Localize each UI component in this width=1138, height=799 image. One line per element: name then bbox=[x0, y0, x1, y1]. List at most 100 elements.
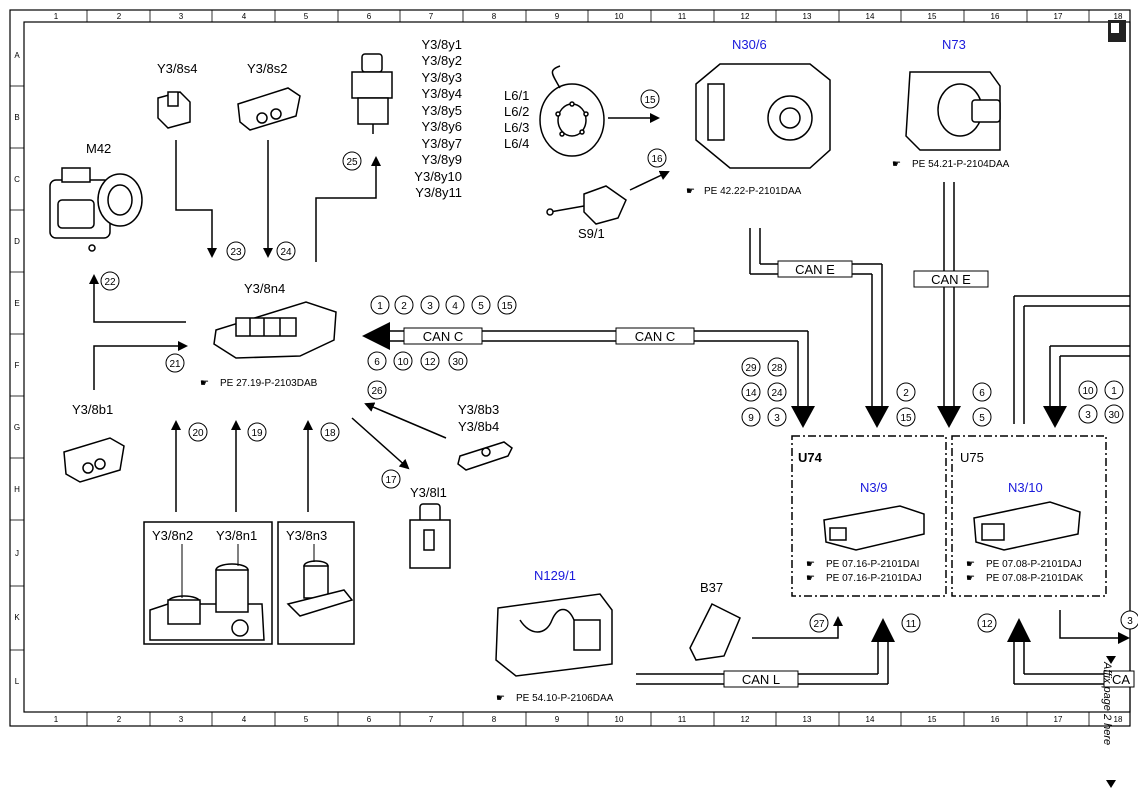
n3-9-references: ☛ PE 07.16-P-2101DAI ☛ PE 07.16-P-2101DA… bbox=[806, 559, 922, 584]
speed-sensor-box-right bbox=[277, 521, 355, 645]
n3-9-label: N3/9 bbox=[860, 480, 887, 495]
col-label: 1 bbox=[54, 715, 59, 724]
col-label: 1 bbox=[54, 12, 59, 21]
b37-label: B37 bbox=[700, 580, 723, 595]
col-label: 16 bbox=[991, 715, 1000, 724]
y3-8l1-solenoid-drawing bbox=[409, 503, 451, 569]
col-label: 4 bbox=[242, 12, 247, 21]
control-unit-group bbox=[791, 435, 1107, 597]
b37-pedal-sensor-drawing bbox=[689, 602, 741, 661]
signal-number: 25 bbox=[346, 157, 358, 168]
l6-3-label: L6/3 bbox=[504, 120, 529, 135]
col-label: 3 bbox=[179, 715, 184, 724]
signal-number: 3 bbox=[427, 301, 433, 312]
solenoid-valve-drawing bbox=[351, 53, 393, 134]
can-e-label-right: CAN E bbox=[913, 270, 989, 288]
can-c-label-right: CAN C bbox=[615, 327, 695, 345]
signal-number-text: 15 16 25 22 23 24 21 26 17 20 19 18 1 2 … bbox=[104, 95, 1133, 630]
can-c-text: CAN C bbox=[423, 329, 463, 344]
col-label: 5 bbox=[304, 715, 309, 724]
signal-number: 15 bbox=[501, 301, 513, 312]
signal-number: 18 bbox=[324, 428, 336, 439]
y3-8l1-label: Y3/8l1 bbox=[410, 485, 447, 500]
solenoid-label: Y3/8y9 bbox=[422, 152, 462, 167]
solenoid-label: Y3/8y1 bbox=[422, 37, 462, 52]
signal-number: 16 bbox=[651, 154, 663, 165]
n73-ref-code: PE 54.21-P-2104DAA bbox=[912, 159, 1010, 170]
signal-number: 4 bbox=[452, 301, 458, 312]
signal-number: 15 bbox=[900, 413, 912, 424]
y3-8n3-label: Y3/8n3 bbox=[286, 528, 327, 543]
signal-number: 24 bbox=[280, 247, 292, 258]
ref-pointer-icon: ☛ bbox=[966, 573, 975, 584]
down-triangle-icon bbox=[1106, 780, 1116, 788]
y3-8n1-label: Y3/8n1 bbox=[216, 528, 257, 543]
y3-8s4-switch-drawing bbox=[157, 91, 191, 129]
col-label: 7 bbox=[429, 715, 434, 724]
can-c-label-left: CAN C bbox=[403, 327, 483, 345]
s9-1-label: S9/1 bbox=[578, 226, 605, 241]
row-labels: A B C D E F G H J K L bbox=[14, 51, 20, 686]
col-label: 2 bbox=[117, 715, 122, 724]
col-label: 8 bbox=[492, 715, 497, 724]
signal-number: 30 bbox=[1108, 410, 1120, 421]
column-labels-bottom: 1 2 3 4 5 6 7 8 9 10 11 12 13 14 15 16 1… bbox=[54, 715, 1123, 724]
m42-label: M42 bbox=[86, 141, 111, 156]
col-label: 3 bbox=[179, 12, 184, 21]
col-label: 10 bbox=[615, 715, 624, 724]
n3-9-ecu-drawing bbox=[823, 505, 925, 551]
col-label: 16 bbox=[991, 12, 1000, 21]
signal-number: 19 bbox=[251, 428, 263, 439]
m42-pump-drawing bbox=[49, 167, 143, 252]
y3-8b3-sensor-drawing bbox=[457, 441, 513, 471]
n3-10-ecu-drawing bbox=[973, 501, 1081, 551]
ref-pointer-icon: ☛ bbox=[200, 378, 209, 389]
solenoid-label: Y3/8y7 bbox=[422, 136, 462, 151]
row-label: D bbox=[14, 237, 20, 246]
s9-1-switch-drawing bbox=[546, 185, 627, 225]
n30-6-label: N30/6 bbox=[732, 37, 767, 52]
n129-1-reference: ☛ PE 54.10-P-2106DAA bbox=[496, 693, 614, 704]
col-label: 10 bbox=[615, 12, 624, 21]
y3-8n3-sensor-drawing bbox=[286, 560, 354, 617]
signal-number: 12 bbox=[981, 619, 993, 630]
speed-sensor-box-left bbox=[143, 521, 273, 645]
can-partial-text: CA bbox=[1112, 672, 1130, 687]
col-label: 4 bbox=[242, 715, 247, 724]
col-label: 13 bbox=[803, 715, 812, 724]
n3-9-ref-code-a: PE 07.16-P-2101DAI bbox=[826, 559, 919, 570]
signal-number: 3 bbox=[1085, 410, 1091, 421]
signal-number: 2 bbox=[903, 388, 909, 399]
column-labels-top: 1 2 3 4 5 6 7 8 9 10 11 12 13 14 15 16 1… bbox=[54, 12, 1123, 21]
signal-number-circles bbox=[100, 89, 1138, 633]
row-label: E bbox=[14, 299, 19, 308]
signal-number: 6 bbox=[374, 357, 380, 368]
can-partial-label: CA bbox=[1103, 670, 1135, 688]
signal-number: 17 bbox=[385, 475, 397, 486]
wheel-speed-sensor-drawing bbox=[539, 65, 605, 157]
signal-number: 21 bbox=[169, 359, 181, 370]
y3-8n4-ref-code: PE 27.19-P-2103DAB bbox=[220, 378, 318, 389]
can-e-text: CAN E bbox=[931, 272, 971, 287]
row-label: A bbox=[14, 51, 20, 60]
y3-8b1-sensor-drawing bbox=[63, 437, 125, 483]
document-icon bbox=[1108, 20, 1126, 42]
frame bbox=[9, 9, 1131, 727]
row-label: L bbox=[15, 677, 20, 686]
signal-number: 29 bbox=[745, 363, 757, 374]
row-label: K bbox=[14, 613, 20, 622]
signal-number: 23 bbox=[230, 247, 242, 258]
row-label: C bbox=[14, 175, 20, 184]
signal-number: 14 bbox=[745, 388, 757, 399]
down-triangle-icon bbox=[1106, 656, 1116, 664]
signal-number: 2 bbox=[401, 301, 407, 312]
speed-sensors-drawing bbox=[149, 563, 265, 641]
col-label: 17 bbox=[1054, 12, 1063, 21]
col-label: 5 bbox=[304, 12, 309, 21]
y3-8n4-reference: ☛ PE 27.19-P-2103DAB bbox=[200, 378, 318, 389]
side-note: Affix page 2 here bbox=[1101, 656, 1116, 788]
row-label: G bbox=[14, 423, 20, 432]
signal-lines bbox=[89, 113, 843, 639]
can-e-label-left: CAN E bbox=[777, 260, 853, 278]
